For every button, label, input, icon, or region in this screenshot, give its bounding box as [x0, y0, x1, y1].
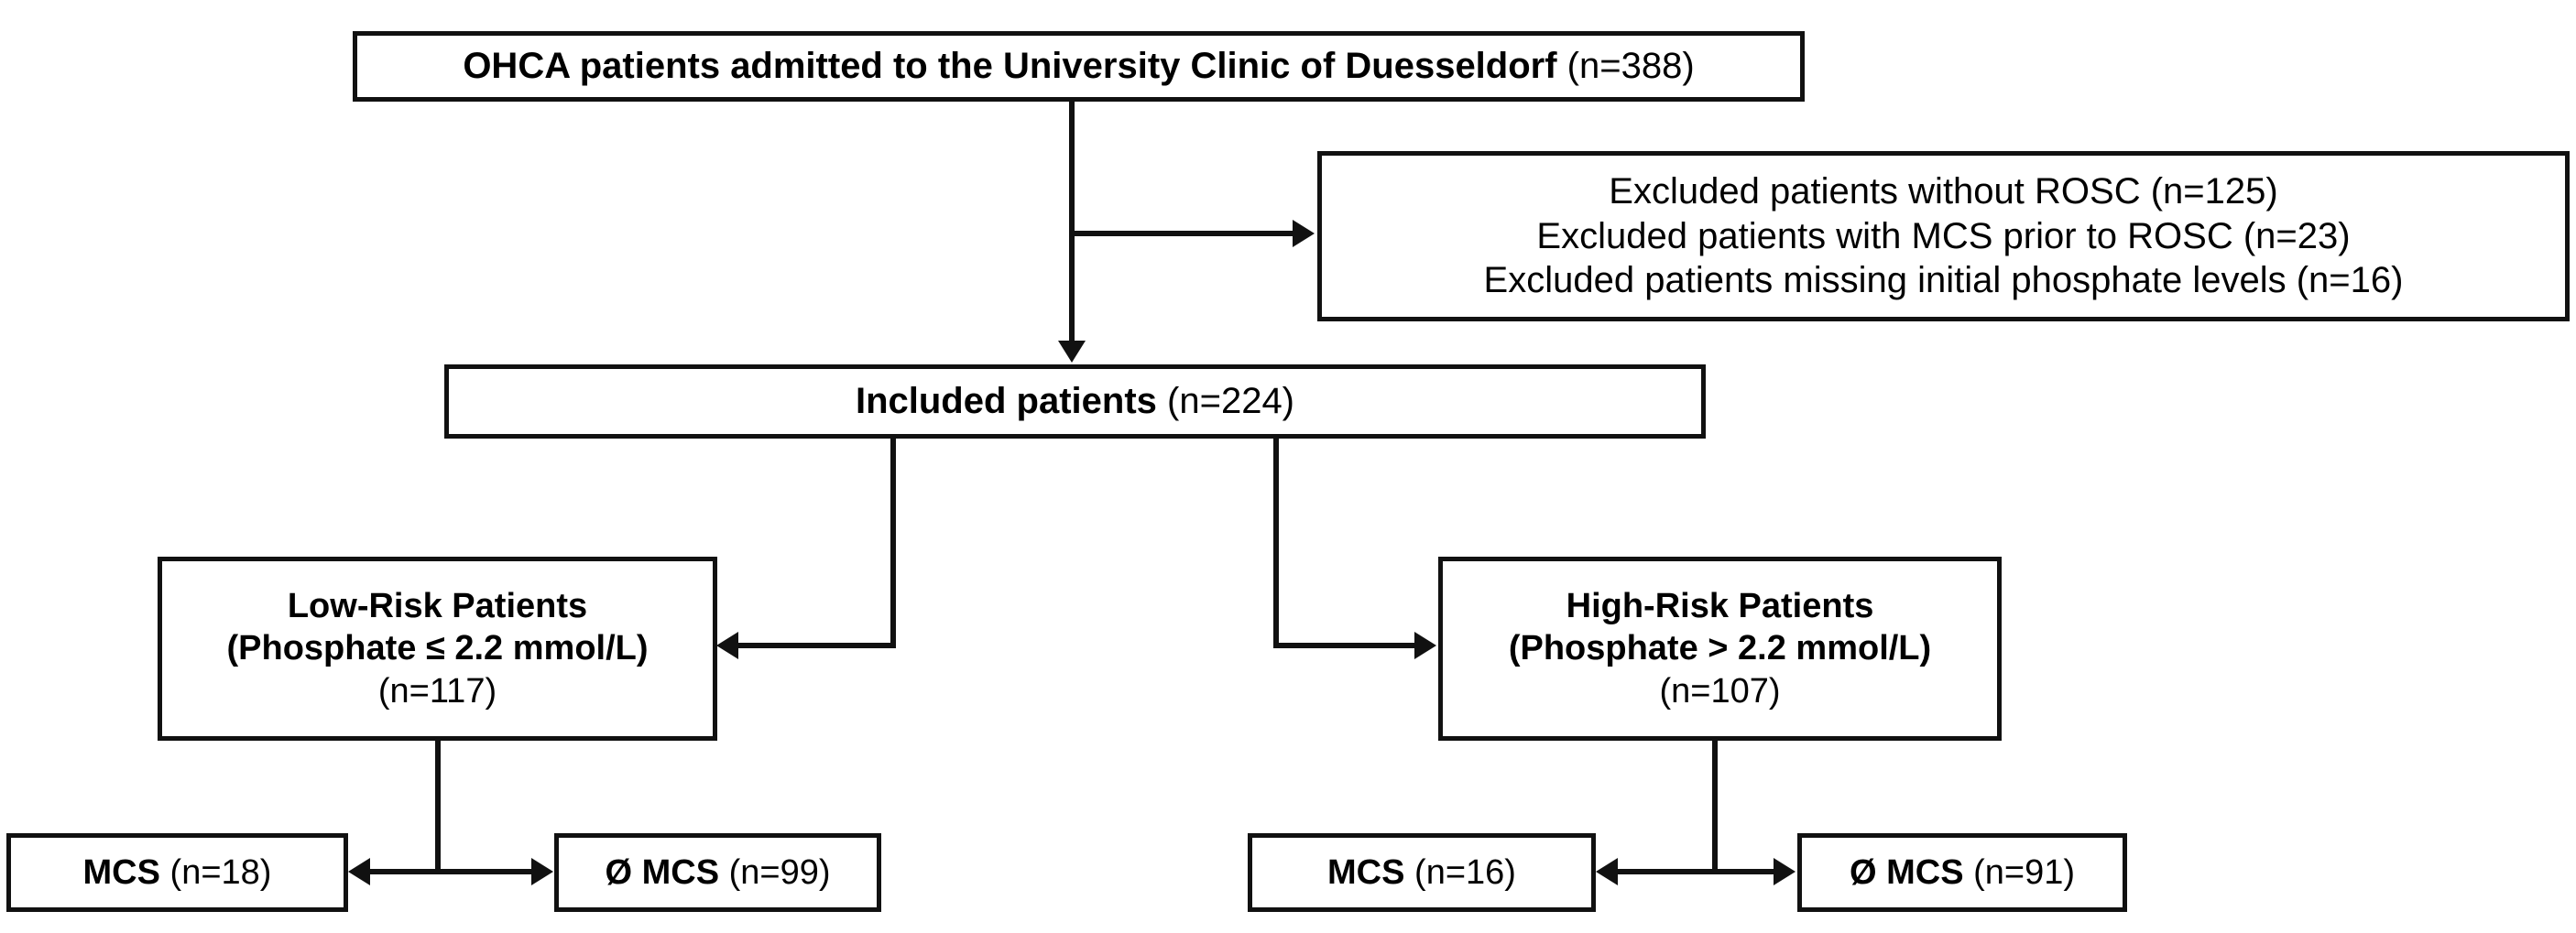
low-risk-mcs-label: MCS	[82, 852, 160, 892]
edge-included-to-high-risk-arrowhead-icon	[1414, 632, 1436, 659]
edge-total-to-excluded-line	[1069, 231, 1295, 236]
low-risk-no-mcs-label: Ø MCS	[605, 852, 720, 892]
low-risk-patients-box: Low-Risk Patients (Phosphate ≤ 2.2 mmol/…	[158, 557, 717, 741]
excluded-patients-box: Excluded patients without ROSC (n=125) E…	[1317, 151, 2570, 321]
included-patients-label: Included patients	[855, 381, 1157, 422]
total-cohort-count: (n=388)	[1556, 46, 1695, 87]
included-patients-box: Included patients (n=224)	[444, 364, 1706, 439]
edge-high-risk-to-mcs-line	[1618, 869, 1715, 874]
high-risk-mcs-line: MCS (n=16)	[1327, 852, 1516, 894]
edge-total-to-included-arrowhead-icon	[1058, 341, 1086, 363]
low-risk-mcs-count: (n=18)	[159, 852, 272, 892]
edge-low-risk-to-mcs-line	[370, 869, 438, 874]
edge-low-risk-split-stem	[435, 741, 441, 872]
edge-included-to-high-risk-vertical	[1273, 439, 1279, 648]
low-risk-no-mcs-box: Ø MCS (n=99)	[554, 833, 881, 912]
high-risk-threshold: (Phosphate > 2.2 mmol/L)	[1508, 629, 1932, 668]
high-risk-mcs-box: MCS (n=16)	[1248, 833, 1596, 912]
high-risk-patients-box: High-Risk Patients (Phosphate > 2.2 mmol…	[1438, 557, 2002, 741]
high-risk-no-mcs-count: (n=91)	[1963, 852, 2076, 892]
edge-total-to-excluded-arrowhead-icon	[1293, 220, 1315, 247]
edge-low-risk-to-no-mcs-line	[435, 869, 534, 874]
high-risk-count: (n=107)	[1659, 671, 1781, 711]
excluded-missing-phosphate-text: Excluded patients missing initial phosph…	[1483, 260, 2404, 301]
low-risk-title: Low-Risk Patients	[287, 586, 588, 625]
edge-high-risk-to-no-mcs-arrowhead-icon	[1774, 858, 1796, 885]
high-risk-mcs-count: (n=16)	[1404, 852, 1516, 892]
high-risk-no-mcs-label: Ø MCS	[1849, 852, 1964, 892]
low-risk-no-mcs-line: Ø MCS (n=99)	[605, 852, 830, 894]
high-risk-no-mcs-line: Ø MCS (n=91)	[1850, 852, 2075, 894]
low-risk-threshold: (Phosphate ≤ 2.2 mmol/L)	[226, 629, 649, 668]
low-risk-count: (n=117)	[377, 671, 497, 711]
excluded-no-rosc-text: Excluded patients without ROSC (n=125)	[1609, 170, 2278, 212]
excluded-line-3: Excluded patients missing initial phosph…	[1484, 258, 2404, 303]
edge-low-risk-to-mcs-arrowhead-icon	[348, 858, 370, 885]
high-risk-title: High-Risk Patients	[1566, 586, 1874, 625]
edge-low-risk-to-no-mcs-arrowhead-icon	[531, 858, 553, 885]
edge-included-to-low-risk-horizontal	[738, 643, 896, 648]
edge-included-to-low-risk-arrowhead-icon	[716, 632, 738, 659]
low-risk-no-mcs-count: (n=99)	[719, 852, 831, 892]
high-risk-no-mcs-box: Ø MCS (n=91)	[1797, 833, 2127, 912]
edge-high-risk-split-stem	[1712, 741, 1718, 872]
low-risk-mcs-box: MCS (n=18)	[6, 833, 348, 912]
total-cohort-line-1: OHCA patients admitted to the University…	[463, 44, 1694, 89]
excluded-mcs-prior-rosc-text: Excluded patients with MCS prior to ROSC…	[1536, 215, 2351, 256]
excluded-line-2: Excluded patients with MCS prior to ROSC…	[1536, 214, 2350, 259]
included-line-1: Included patients (n=224)	[856, 379, 1294, 424]
edge-included-to-high-risk-horizontal	[1273, 643, 1417, 648]
high-risk-mcs-label: MCS	[1327, 852, 1405, 892]
edge-included-to-low-risk-vertical	[890, 439, 896, 648]
total-cohort-label: OHCA patients admitted to the University…	[463, 46, 1557, 87]
edge-high-risk-to-mcs-arrowhead-icon	[1596, 858, 1618, 885]
included-patients-count: (n=224)	[1156, 381, 1295, 422]
excluded-line-1: Excluded patients without ROSC (n=125)	[1609, 169, 2277, 214]
total-cohort-box: OHCA patients admitted to the University…	[353, 31, 1805, 102]
edge-high-risk-to-no-mcs-line	[1712, 869, 1775, 874]
low-risk-mcs-line: MCS (n=18)	[83, 852, 272, 894]
edge-total-to-included-line	[1069, 102, 1075, 343]
